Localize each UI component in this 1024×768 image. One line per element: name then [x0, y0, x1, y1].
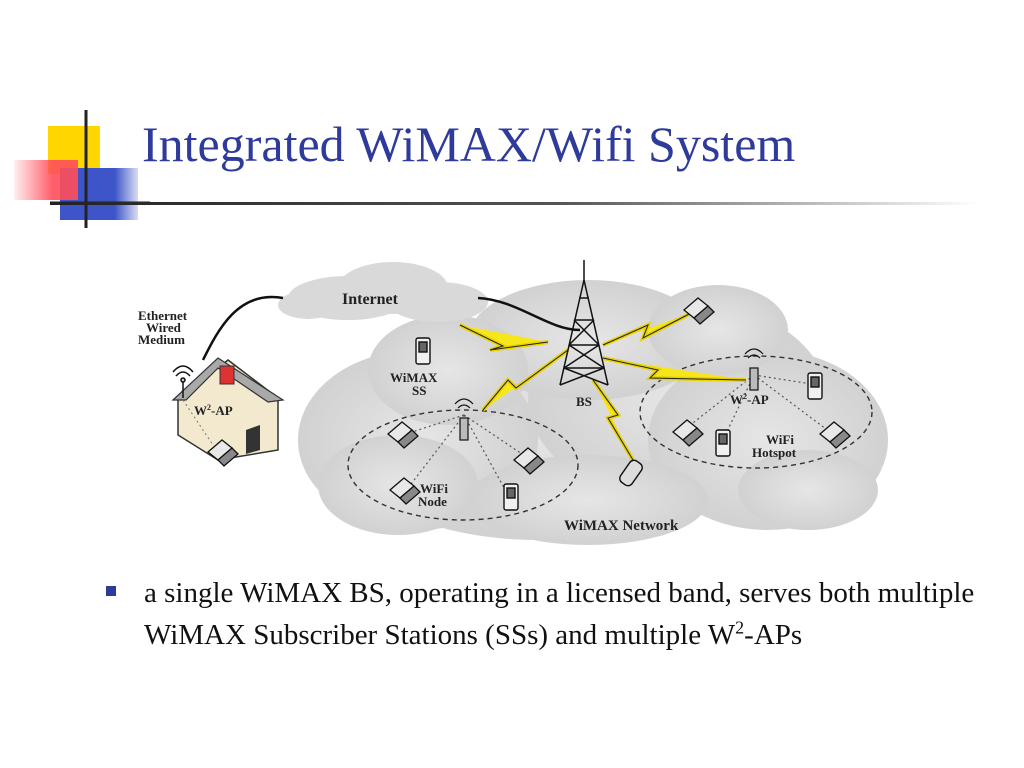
ethernet-label-line1: Ethernet — [138, 308, 188, 323]
wifi-node-area — [347, 409, 579, 521]
internet-cloud-icon — [278, 262, 488, 322]
wifi-hotspot-label-line1: WiFi — [766, 432, 794, 447]
bullet-text: a single WiMAX BS, operating in a licens… — [144, 577, 975, 651]
internet-to-bs-wire — [477, 296, 581, 332]
title-underline — [50, 202, 980, 205]
pda-icon — [415, 337, 823, 511]
wimax-ss-label-line2: SS — [412, 383, 426, 398]
wimax-ss-label-line1: WiMAX — [390, 370, 438, 385]
wifi-hotspot-area — [639, 355, 873, 469]
internet-label: Internet — [342, 291, 399, 308]
bs-label: BS — [576, 394, 592, 409]
slide-title: Integrated WiMAX/Wifi System — [142, 116, 796, 172]
ethernet-wire — [201, 295, 284, 361]
antenna-icon — [172, 365, 194, 398]
wifi-node-label-line2: Node — [418, 494, 447, 509]
ethernet-label-line3: Medium — [138, 332, 185, 347]
bullet-list: a single WiMAX BS, operating in a licens… — [104, 572, 984, 656]
antenna-icon — [454, 348, 764, 441]
laptop-icon — [206, 297, 851, 505]
w2ap-right-label: W2-AP — [730, 392, 769, 407]
bullet-item: a single WiMAX BS, operating in a licens… — [104, 572, 984, 656]
wimax-wifi-diagram: Internet Ethernet Wired Medium W2-AP WiM… — [138, 260, 888, 545]
ethernet-label-line2: Wired — [146, 320, 182, 335]
tower-icon — [559, 260, 609, 386]
wimax-network-label: WiMAX Network — [564, 518, 679, 534]
red-block — [14, 160, 78, 200]
wifi-hotspot-label-line2: Hotspot — [752, 445, 797, 460]
w2ap-home-label: W2-AP — [194, 403, 233, 418]
wifi-node-label-line1: WiFi — [420, 481, 448, 496]
phone-icon — [619, 459, 643, 487]
house-icon — [171, 357, 285, 461]
bullet-marker — [106, 586, 116, 596]
